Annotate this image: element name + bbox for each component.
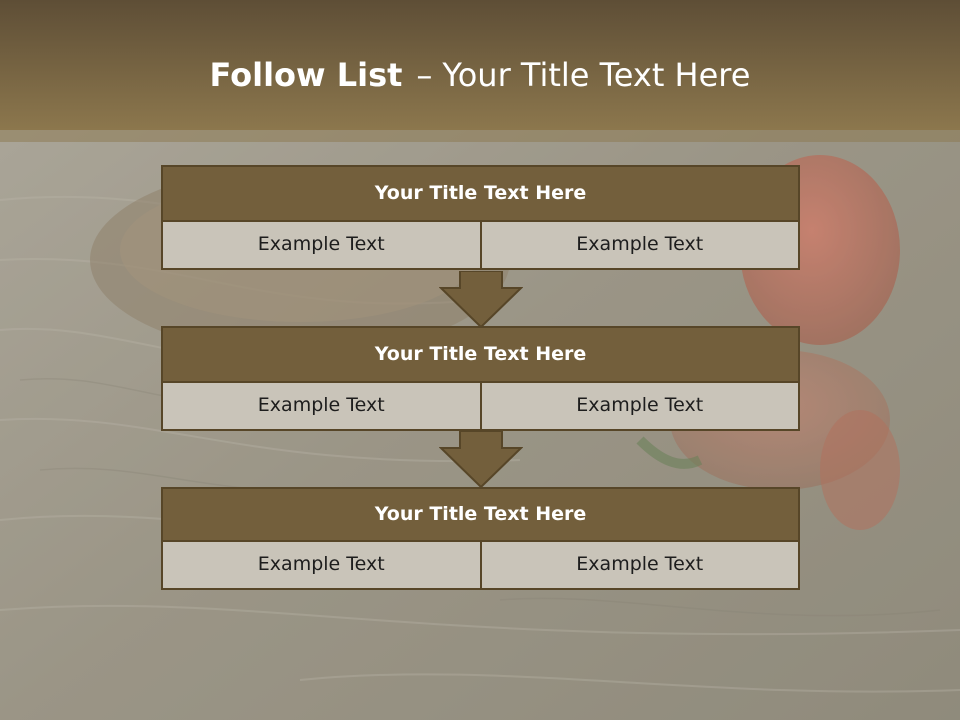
block-row: Example Text Example Text (161, 542, 800, 590)
block-cell-left: Example Text (257, 553, 385, 575)
slide-title-dash: – (416, 56, 433, 94)
list-block-3: Your Title Text Here Example Text Exampl… (161, 487, 800, 590)
block-row: Example Text Example Text (161, 222, 800, 270)
list-block-1: Your Title Text Here Example Text Exampl… (161, 165, 800, 270)
down-arrow-icon (439, 431, 523, 489)
block-row: Example Text Example Text (161, 383, 800, 431)
slide-title-bold: Follow List (209, 56, 403, 94)
block-title: Your Title Text Here (161, 487, 800, 542)
block-cell-right: Example Text (479, 383, 799, 429)
list-block-2: Your Title Text Here Example Text Exampl… (161, 326, 800, 431)
slide-title: Follow List–Your Title Text Here (0, 56, 960, 94)
down-arrow-icon (439, 271, 523, 329)
slide-title-rest: Your Title Text Here (442, 56, 751, 94)
block-cell-right: Example Text (479, 542, 799, 588)
block-title: Your Title Text Here (161, 326, 800, 383)
block-title: Your Title Text Here (161, 165, 800, 222)
block-cell-right: Example Text (479, 222, 799, 268)
block-cell-left: Example Text (257, 233, 385, 255)
block-cell-left: Example Text (257, 394, 385, 416)
